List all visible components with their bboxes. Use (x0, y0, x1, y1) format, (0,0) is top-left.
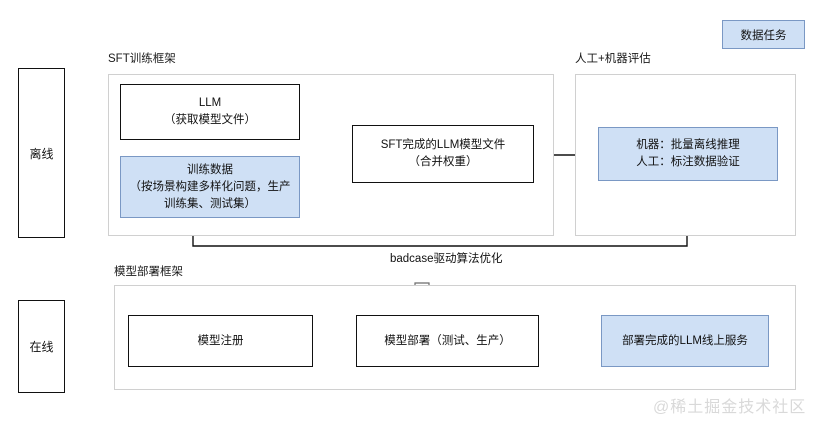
group-label-model-deployment-framework: 模型部署框架 (114, 266, 183, 278)
node-model-deploy-label: 模型部署（测试、生产） (384, 334, 511, 347)
rail-offline: 离线 (18, 68, 65, 238)
data-task-badge[interactable]: 数据任务 (722, 20, 805, 49)
node-sft-model-file-label: SFT完成的LLM模型文件 （合并权重） (380, 139, 506, 168)
node-model-register: 模型注册 (128, 315, 313, 367)
edge-label-badcase-feedback: badcase驱动算法优化 (390, 253, 503, 265)
node-sft-model-file: SFT完成的LLM模型文件 （合并权重） (352, 125, 534, 183)
node-training-data-label: 训练数据 （按场景构建多样化问题，生产 训练集、测试集） (129, 163, 291, 210)
group-label-sft-training-framework: SFT训练框架 (108, 53, 176, 65)
node-online-service-label: 部署完成的LLM线上服务 (622, 334, 748, 347)
group-label-human-machine-evaluation: 人工+机器评估 (575, 53, 651, 65)
node-training-data: 训练数据 （按场景构建多样化问题，生产 训练集、测试集） (120, 156, 300, 218)
node-llm: LLM （获取模型文件） (120, 84, 300, 140)
rail-online: 在线 (18, 300, 65, 393)
watermark: @稀土掘金技术社区 (653, 399, 807, 416)
node-evaluation-label: 机器：批量离线推理 人工：标注数据验证 (636, 139, 740, 168)
node-model-register-label: 模型注册 (197, 334, 244, 347)
node-evaluation: 机器：批量离线推理 人工：标注数据验证 (598, 127, 778, 181)
data-task-badge-label: 数据任务 (740, 29, 787, 42)
node-online-service: 部署完成的LLM线上服务 (601, 315, 769, 367)
node-model-deploy: 模型部署（测试、生产） (356, 315, 539, 367)
rail-online-label: 在线 (29, 340, 54, 354)
rail-offline-label: 离线 (29, 146, 54, 161)
node-llm-label: LLM （获取模型文件） (164, 97, 256, 126)
